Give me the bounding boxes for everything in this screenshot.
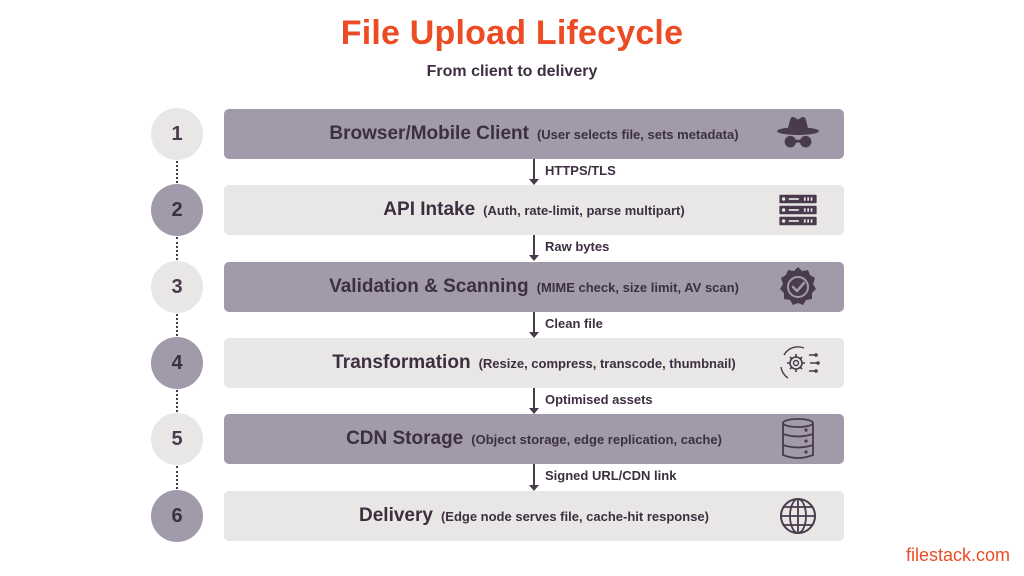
- step-2-number: 2: [151, 184, 203, 236]
- step-4-detail: (Resize, compress, transcode, thumbnail): [478, 355, 736, 371]
- connector-label-4: Optimised assets: [545, 392, 653, 407]
- diagram-title: File Upload Lifecycle: [340, 14, 684, 52]
- step-1-title: Browser/Mobile Client: [329, 123, 529, 144]
- step-1-number: 1: [151, 108, 203, 160]
- step-3-detail: (MIME check, size limit, AV scan): [536, 279, 739, 295]
- step-4-band: Transformation (Resize, compress, transc…: [224, 338, 844, 388]
- dotted-link: [176, 237, 178, 260]
- step-5-title: CDN Storage: [346, 428, 464, 449]
- step-3-title: Validation & Scanning: [329, 276, 529, 297]
- connector-label-3: Clean file: [545, 316, 603, 331]
- server-rack-icon: [776, 191, 820, 229]
- dotted-link: [176, 314, 178, 336]
- step-3-band: Validation & Scanning (MIME check, size …: [224, 262, 844, 312]
- step-1-band: Browser/Mobile Client (User selects file…: [224, 109, 844, 159]
- spy-hat-icon: [776, 115, 820, 153]
- step-6-detail: (Edge node serves file, cache-hit respon…: [440, 508, 709, 524]
- globe-icon: [776, 497, 820, 535]
- step-6-band: Delivery (Edge node serves file, cache-h…: [224, 491, 844, 541]
- step-2-title: API Intake: [383, 199, 476, 220]
- step-5-band: CDN Storage (Object storage, edge replic…: [224, 414, 844, 464]
- step-1-detail: (User selects file, sets metadata): [536, 126, 739, 142]
- verified-badge-icon: [776, 267, 820, 306]
- connector-label-1: HTTPS/TLS: [545, 163, 616, 178]
- gear-cycle-icon: [776, 344, 820, 382]
- step-3-number: 3: [151, 261, 203, 313]
- connector-arrow: [529, 235, 539, 261]
- dotted-link: [176, 161, 178, 183]
- dotted-link: [176, 390, 178, 412]
- step-2-band: API Intake (Auth, rate-limit, parse mult…: [224, 185, 844, 235]
- step-4-number: 4: [151, 337, 203, 389]
- database-icon: [776, 418, 820, 459]
- connector-arrow: [529, 388, 539, 414]
- step-4-title: Transformation: [332, 352, 471, 373]
- connector-arrow: [529, 464, 539, 491]
- connector-arrow: [529, 312, 539, 338]
- step-2-detail: (Auth, rate-limit, parse multipart): [483, 202, 685, 218]
- diagram-subtitle: From client to delivery: [426, 63, 598, 80]
- connector-label-5: Signed URL/CDN link: [545, 468, 677, 483]
- step-6-title: Delivery: [359, 505, 433, 526]
- connector-label-2: Raw bytes: [545, 239, 610, 254]
- dotted-link: [176, 466, 178, 489]
- step-5-detail: (Object storage, edge replication, cache…: [471, 431, 722, 447]
- connector-arrow: [529, 159, 539, 185]
- step-5-number: 5: [151, 413, 203, 465]
- step-6-number: 6: [151, 490, 203, 542]
- brand-watermark: filestack.com: [905, 545, 1010, 565]
